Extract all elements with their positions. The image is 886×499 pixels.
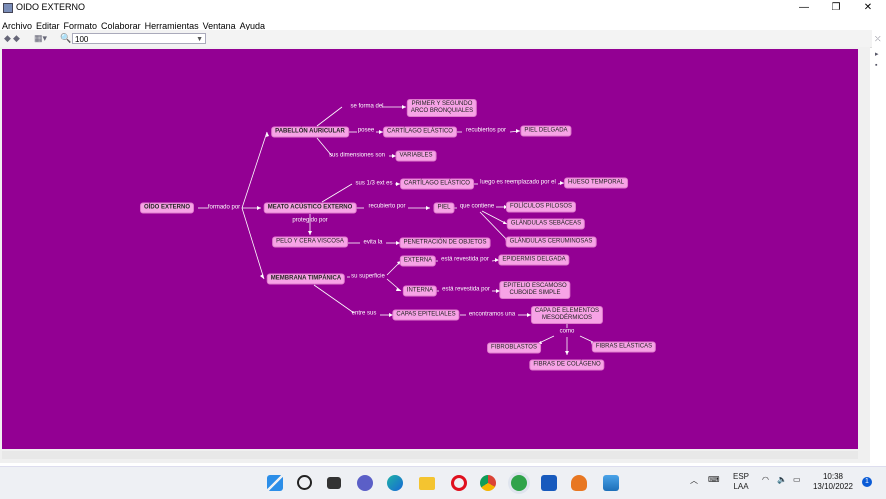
close-button[interactable]: ✕ — [863, 2, 873, 13]
menu-editar[interactable]: Editar — [36, 21, 60, 31]
link-recubierto-por[interactable]: recubierto por — [368, 203, 406, 210]
file-explorer-icon[interactable] — [419, 477, 435, 490]
concept-primer-segundo-arco[interactable]: PRIMER Y SEGUNDO ARCO BRONQUIALES — [406, 99, 478, 117]
style-icon[interactable]: ▸ — [875, 51, 879, 58]
properties-icon[interactable]: ▪ — [875, 62, 878, 69]
clock[interactable]: 10:38 13/10/2022 — [806, 472, 860, 492]
toolbar: ◆ ◆ ▦▾ 🔍 100 ▼ — [0, 30, 886, 48]
zoom-value: 100 — [75, 35, 89, 44]
connection-lines — [198, 105, 596, 355]
concept-fibras-colageno[interactable]: FIBRAS DE COLÁGENO — [529, 359, 605, 371]
concept-membrana-timpanica[interactable]: MEMBRANA TIMPÁNICA — [266, 273, 346, 285]
taskbar: ︿ ⌨ ESP LAA ◠ 🔈 ▭ 10:38 13/10/2022 1 — [0, 466, 886, 499]
teams-chat-icon[interactable] — [357, 475, 373, 491]
link-recubiertos-por[interactable]: recubiertos por — [465, 127, 507, 134]
collapse-icon[interactable]: ⤫ — [875, 36, 881, 43]
language-code: ESP — [733, 472, 750, 481]
menu-archivo[interactable]: Archivo — [2, 21, 33, 31]
link-luego-reemplazado[interactable]: luego es reemplazado por el — [480, 179, 556, 186]
concept-cartilago-elastico-1[interactable]: CARTÍLAGO ELÁSTICO — [383, 126, 457, 138]
forward-arrow-icon[interactable]: ◆ — [13, 33, 20, 43]
link-entre-sus[interactable]: entre sus — [351, 310, 377, 317]
concept-hueso-temporal[interactable]: HUESO TEMPORAL — [564, 177, 628, 189]
concept-piel-delgada[interactable]: PIEL DELGADA — [520, 125, 572, 137]
link-evita-la[interactable]: evita la — [363, 239, 383, 246]
link-sus-ext-es[interactable]: sus 1/3 ext es — [355, 180, 393, 187]
menu-ayuda[interactable]: Ayuda — [239, 21, 266, 31]
opera-icon[interactable] — [451, 475, 467, 491]
link-se-forma-del[interactable]: se forma del — [350, 103, 384, 110]
notification-badge[interactable]: 1 — [862, 477, 872, 487]
menu-ventana[interactable]: Ventana — [202, 21, 236, 31]
concept-fibras-elasticas[interactable]: FIBRAS ELÁSTICAS — [591, 341, 657, 353]
clock-date: 13/10/2022 — [812, 482, 854, 491]
task-view-icon[interactable] — [327, 477, 341, 489]
concept-piel[interactable]: PIEL — [433, 202, 455, 214]
windows-start-icon[interactable] — [267, 475, 283, 491]
clock-time: 10:38 — [822, 472, 844, 481]
volume-icon[interactable]: 🔈 — [777, 475, 787, 484]
concept-glandulas-sebaceas[interactable]: GLÁNDULAS SEBÁCEAS — [506, 218, 586, 230]
concept-epitelio-escamoso[interactable]: EPITELIO ESCAMOSO CUBOIDE SIMPLE — [499, 281, 571, 299]
title-bar: OIDO EXTERNO — ❐ ✕ — [0, 0, 886, 16]
concept-capa-elementos-mesodermicos[interactable]: CAPA DE ELEMENTOS MESODÉRMICOS — [530, 306, 604, 324]
back-arrow-icon[interactable]: ◆ — [4, 33, 11, 43]
cmaptools-icon[interactable] — [511, 475, 527, 491]
wifi-icon[interactable]: ◠ — [762, 475, 769, 484]
maximize-button[interactable]: ❐ — [831, 2, 841, 13]
layout-icon[interactable]: ▦▾ — [34, 33, 48, 43]
concept-map-canvas[interactable]: OÍDO EXTERNO PABELLÓN AURICULAR PRIMER Y… — [2, 49, 858, 449]
link-protegido-por[interactable]: protegido por — [292, 217, 328, 224]
window-title: OIDO EXTERNO — [16, 2, 86, 12]
link-encontramos-una[interactable]: encontramos una — [468, 311, 516, 318]
app-icon — [3, 3, 13, 13]
link-esta-revestida-interna[interactable]: está revestida por — [442, 286, 490, 293]
word-icon[interactable] — [541, 475, 557, 491]
concept-foliculos-pilosos[interactable]: FOLÍCULOS PILOSOS — [505, 201, 577, 213]
concept-variables[interactable]: VARIABLES — [395, 150, 437, 162]
concept-pelo-cera[interactable]: PELO Y CERA VISCOSA — [272, 236, 348, 248]
chevron-down-icon: ▼ — [196, 36, 203, 43]
link-sus-dimensiones-son[interactable]: sus dimensiones son — [328, 152, 386, 159]
battery-icon[interactable]: ▭ — [793, 475, 801, 484]
search-icon[interactable] — [297, 475, 312, 490]
menu-colaborar[interactable]: Colaborar — [101, 21, 141, 31]
concept-meato-acustico[interactable]: MEATO ACÚSTICO EXTERNO — [263, 202, 357, 214]
concept-externa[interactable]: EXTERNA — [399, 255, 437, 267]
link-su-superficie[interactable]: su superficie — [351, 273, 385, 280]
language-indicator[interactable]: ESP LAA — [733, 472, 749, 492]
concept-fibroblastos[interactable]: FIBROBLASTOS — [487, 342, 541, 354]
menu-formato[interactable]: Formato — [63, 21, 98, 31]
zoom-select[interactable]: 100 ▼ — [72, 33, 206, 44]
chrome-icon[interactable] — [480, 475, 496, 491]
concept-oido-externo[interactable]: OÍDO EXTERNO — [139, 202, 195, 214]
butterfly-app-icon[interactable] — [571, 475, 587, 491]
horizontal-scrollbar[interactable] — [2, 451, 858, 459]
concept-pabellon-auricular[interactable]: PABELLÓN AURICULAR — [271, 126, 349, 138]
menu-herramientas[interactable]: Herramientas — [144, 21, 199, 31]
concept-penetracion-objetos[interactable]: PENETRACIÓN DE OBJETOS — [399, 237, 491, 249]
concept-glandulas-ceruminosas[interactable]: GLÁNDULAS CERUMINOSAS — [505, 236, 597, 248]
link-formado-por[interactable]: formado por — [207, 204, 241, 211]
canvas-frame: OÍDO EXTERNO PABELLÓN AURICULAR PRIMER Y… — [0, 47, 870, 463]
link-que-contiene[interactable]: que contiene — [459, 203, 495, 210]
link-posee[interactable]: posee — [357, 127, 375, 134]
photos-icon[interactable] — [603, 475, 619, 491]
concept-capas-epiteliales[interactable]: CAPAS EPITELIALES — [392, 309, 460, 321]
language-layout: LAA — [733, 482, 749, 491]
chevron-up-icon[interactable]: ︿ — [690, 476, 698, 485]
minimize-button[interactable]: — — [799, 2, 809, 13]
edge-icon[interactable] — [387, 475, 403, 491]
right-panel: ⤫ ▸ ▪ — [872, 30, 886, 466]
concept-cartilago-elastico-2[interactable]: CARTÍLAGO ELÁSTICO — [400, 178, 474, 190]
concept-epidermis-delgada[interactable]: EPIDERMIS DELGADA — [498, 254, 570, 266]
zoom-icon[interactable]: 🔍 — [60, 33, 72, 43]
link-esta-revestida-externa[interactable]: está revestida por — [441, 256, 489, 263]
keyboard-icon[interactable]: ⌨ — [708, 475, 720, 484]
link-como[interactable]: como — [559, 328, 575, 335]
concept-interna[interactable]: INTERNA — [402, 285, 438, 297]
